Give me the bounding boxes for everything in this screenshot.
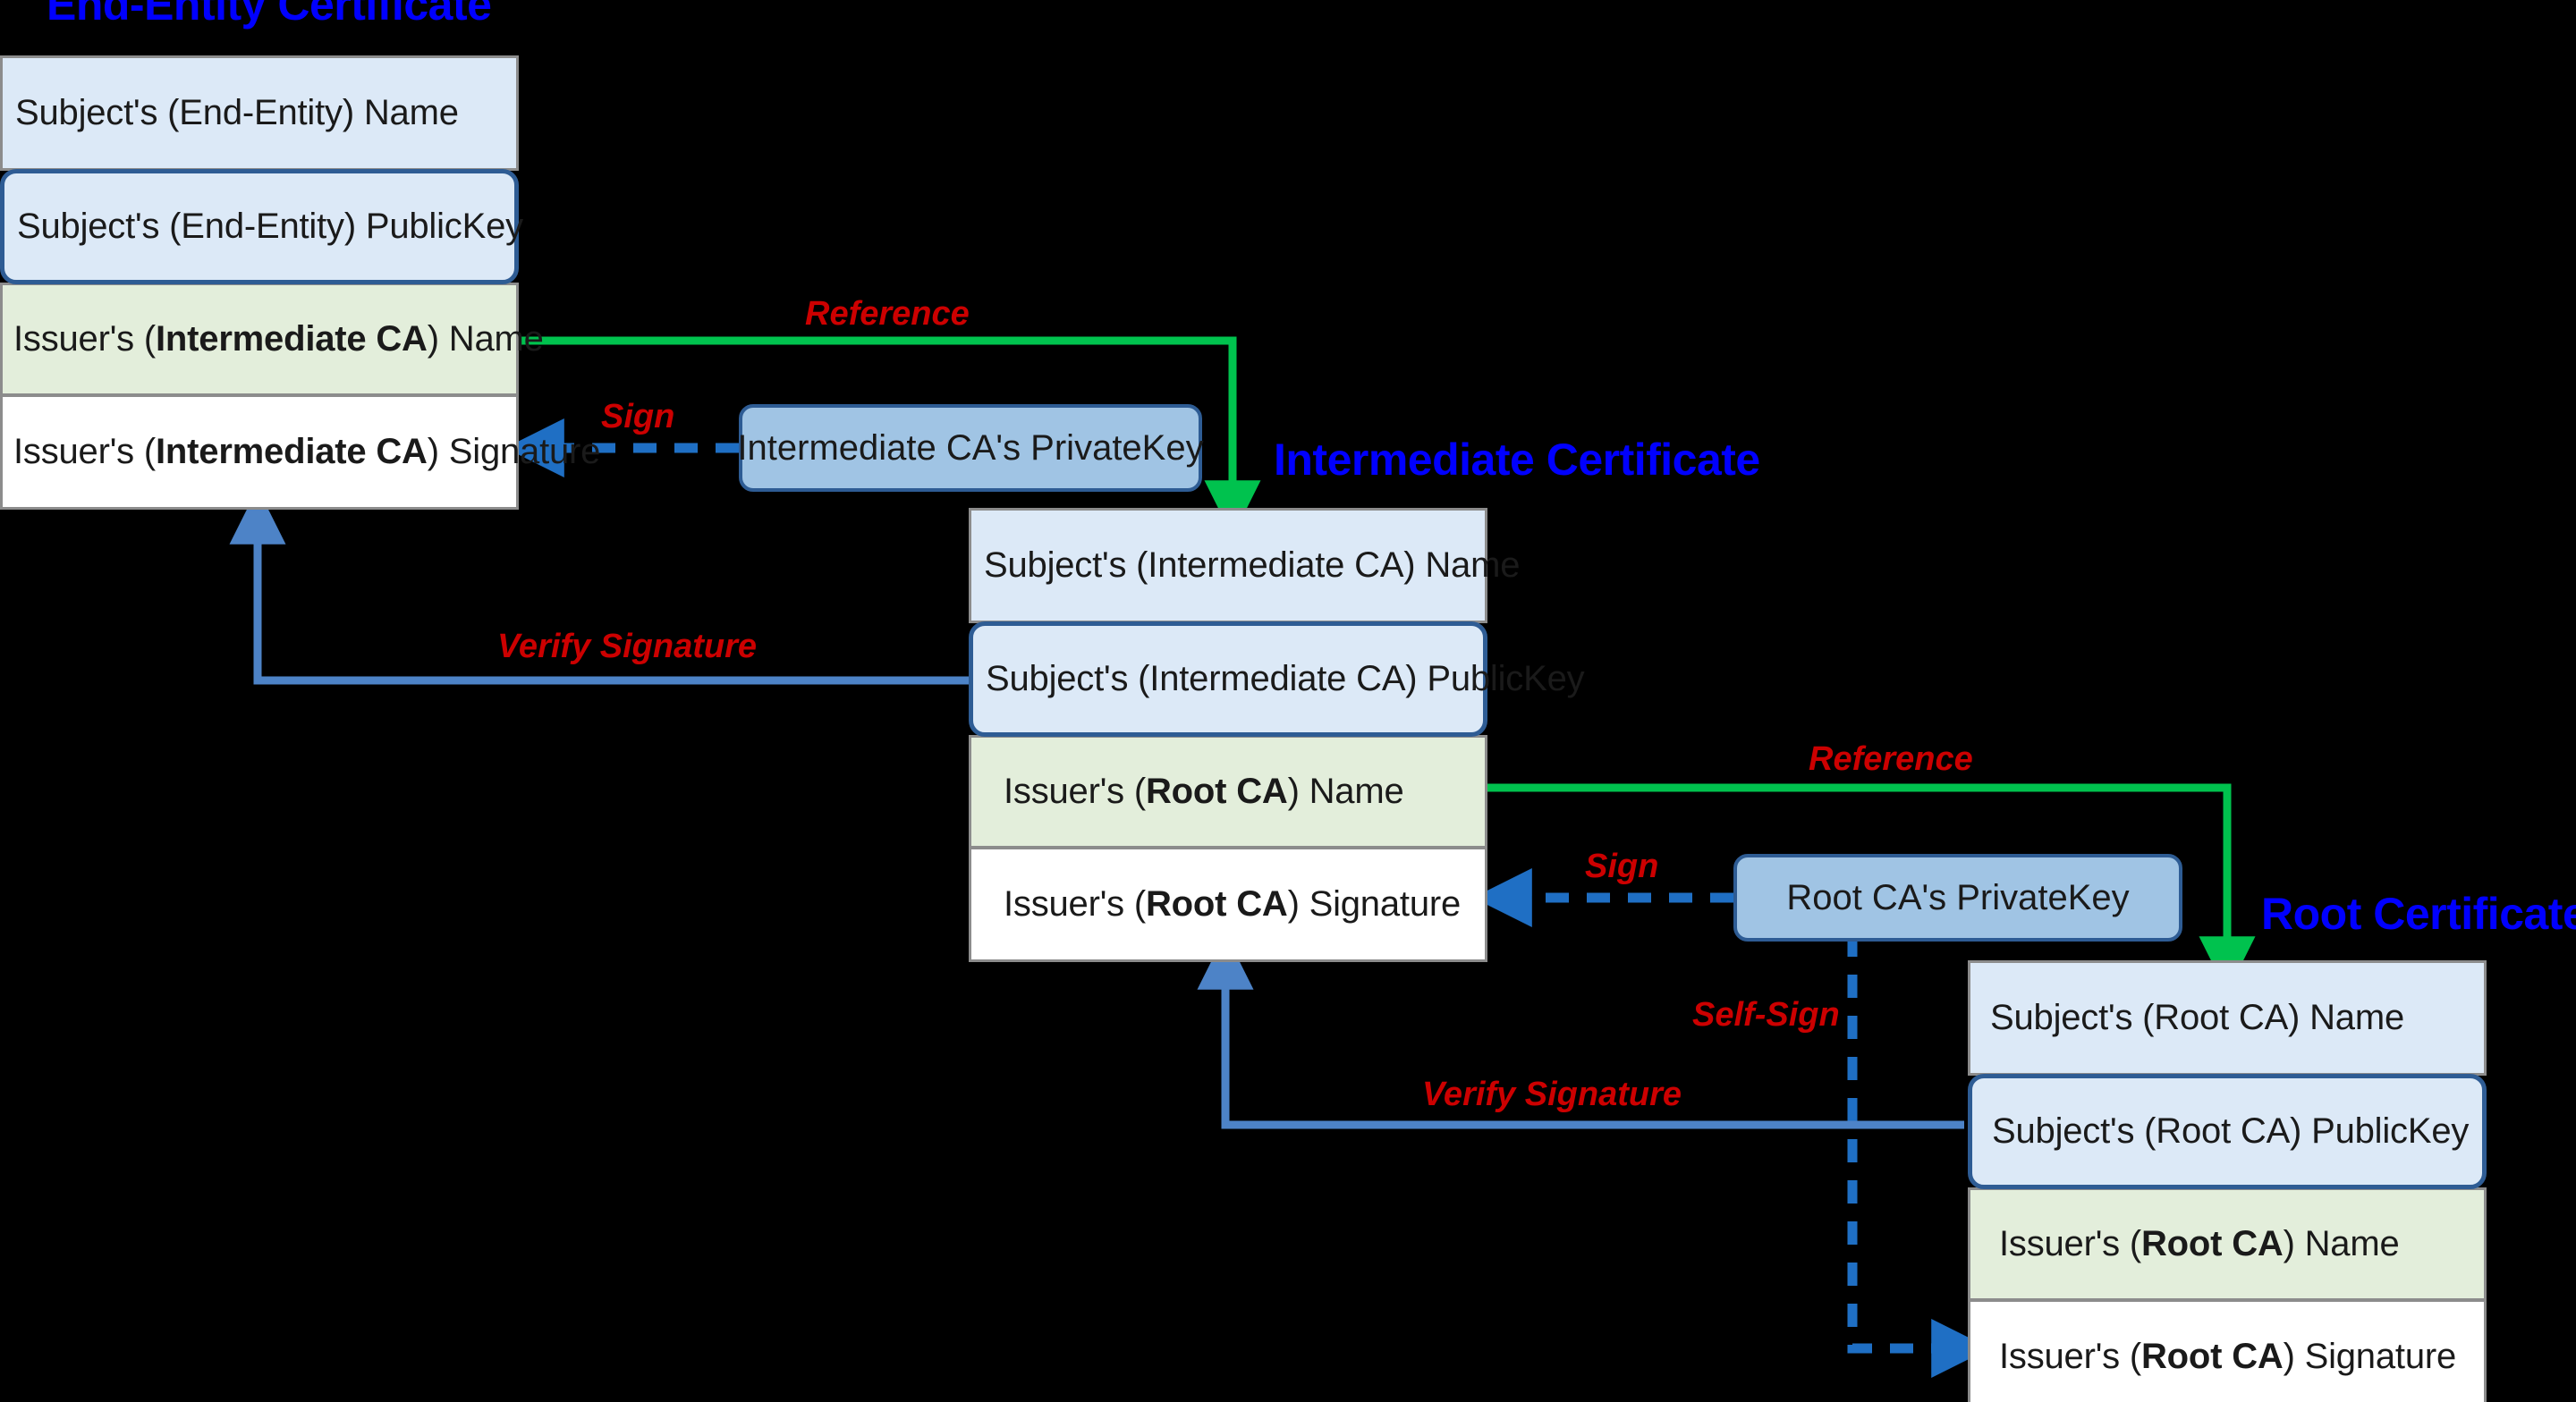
- verify-root-label: Verify Signature: [1422, 1076, 1682, 1113]
- verify-intermediate-arrow: [229, 487, 969, 685]
- row-text-bold: Root CA: [2141, 1224, 2284, 1263]
- row-text: Subject's (Root CA) Name: [1990, 998, 2404, 1037]
- row-text-suffix: ) Signature: [1287, 884, 1462, 924]
- self-sign-root-label: Self-Sign: [1692, 996, 1840, 1034]
- row-text-prefix: Issuer's (: [13, 432, 156, 471]
- row-text: Subject's (End-Entity) PublicKey: [17, 207, 523, 246]
- reference-root-label: Reference: [1809, 740, 1973, 778]
- row-text: Subject's (Intermediate CA) PublicKey: [986, 659, 1585, 698]
- intermediate-certificate-title: Intermediate Certificate: [1274, 435, 1760, 485]
- row-text-prefix: Issuer's (: [1004, 884, 1146, 924]
- row-text-bold: Root CA: [1146, 884, 1288, 924]
- row-text-prefix: Issuer's (: [1999, 1224, 2141, 1263]
- intermediate-issuer-name-row: Issuer's (Root CA) Name: [969, 735, 1487, 849]
- row-text-prefix: Issuer's (: [1004, 772, 1146, 811]
- end-entity-subject-name-row: Subject's (End-Entity) Name: [0, 55, 519, 171]
- end-entity-certificate: Subject's (End-Entity) Name Subject's (E…: [0, 55, 600, 510]
- intermediate-subject-name-row: Subject's (Intermediate CA) Name: [969, 508, 1520, 623]
- privkey-label: Root CA's PrivateKey: [1786, 877, 2130, 917]
- row-text-bold: Root CA: [1146, 772, 1288, 811]
- row-text-bold: Intermediate CA: [156, 319, 428, 359]
- sign-intermediate-label: Sign: [601, 398, 675, 435]
- verify-root-arrow: [1197, 933, 1964, 1129]
- root-certificate-title: Root Certificate: [2261, 889, 2576, 939]
- reference-root-arrow: [1487, 783, 2256, 993]
- intermediate-subject-publickey-row: Subject's (Intermediate CA) PublicKey: [969, 621, 1585, 737]
- row-text: Subject's (Intermediate CA) Name: [984, 545, 1521, 585]
- root-certificate: Subject's (Root CA) Name Subject's (Root…: [1968, 960, 2487, 1402]
- end-entity-issuer-name-row: Issuer's (Intermediate CA) Name: [0, 283, 544, 396]
- intermediate-certificate: Subject's (Intermediate CA) Name Subject…: [969, 508, 1585, 962]
- row-text-bold: Root CA: [2141, 1337, 2284, 1376]
- root-issuer-signature-row: Issuer's (Root CA) Signature: [1968, 1299, 2487, 1402]
- row-text-suffix: ) Signature: [427, 432, 601, 471]
- row-text-bold: Intermediate CA: [156, 432, 428, 471]
- root-ca-privatekey-box: Root CA's PrivateKey: [1733, 854, 2182, 942]
- end-entity-subject-publickey-row: Subject's (End-Entity) PublicKey: [0, 169, 523, 284]
- end-entity-issuer-signature-row: Issuer's (Intermediate CA) Signature: [0, 394, 600, 510]
- reference-intermediate-arrow: [519, 336, 1261, 537]
- row-text-suffix: ) Name: [2283, 1224, 2400, 1263]
- row-text-suffix: ) Name: [1287, 772, 1404, 811]
- root-issuer-name-row: Issuer's (Root CA) Name: [1968, 1187, 2487, 1301]
- row-text-prefix: Issuer's (: [13, 319, 156, 359]
- reference-intermediate-label: Reference: [805, 295, 970, 333]
- end-entity-certificate-title: End-Entity Certificate: [47, 0, 492, 30]
- privkey-label: Intermediate CA's PrivateKey: [737, 427, 1204, 468]
- self-sign-root-arrow: [1847, 933, 1991, 1378]
- row-text: Subject's (Root CA) PublicKey: [1992, 1111, 2470, 1151]
- row-text-suffix: ) Name: [427, 319, 544, 359]
- row-text-prefix: Issuer's (: [1999, 1337, 2141, 1376]
- root-subject-publickey-row: Subject's (Root CA) PublicKey: [1968, 1074, 2487, 1189]
- row-text: Subject's (End-Entity) Name: [15, 93, 459, 132]
- intermediate-issuer-signature-row: Issuer's (Root CA) Signature: [969, 847, 1487, 962]
- root-subject-name-row: Subject's (Root CA) Name: [1968, 960, 2487, 1076]
- verify-intermediate-label: Verify Signature: [497, 628, 758, 665]
- sign-root-label: Sign: [1585, 848, 1659, 885]
- intermediate-ca-privatekey-box: Intermediate CA's PrivateKey: [737, 404, 1204, 492]
- row-text-suffix: ) Signature: [2283, 1337, 2457, 1376]
